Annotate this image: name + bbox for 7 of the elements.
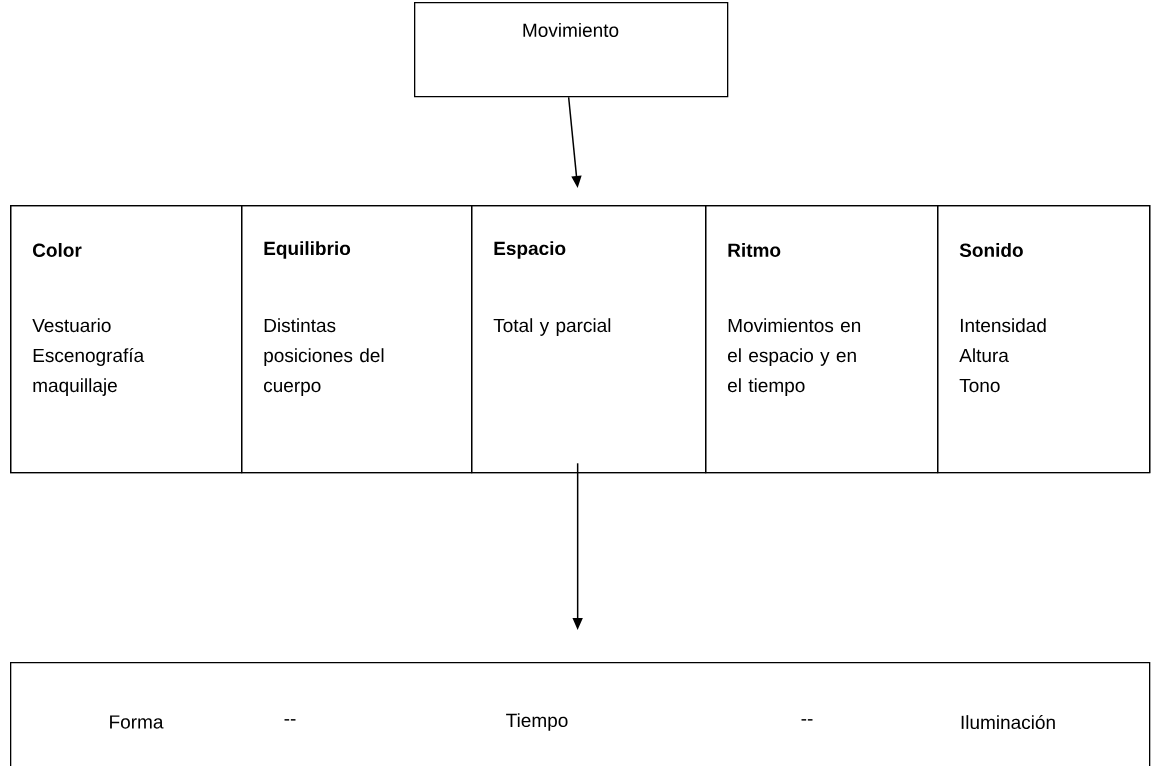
process-box: Forma -- Tiempo -- Iluminación — [10, 662, 1151, 766]
table-cell: Sonido Intensidad Altura Tono — [937, 205, 1151, 474]
process-box: Movimiento — [414, 2, 729, 98]
table-cell: Ritmo Movimientos en el espacio y en el tiempo — [705, 205, 939, 474]
table-cell: Color Vestuario Escenografía maquillaje — [10, 205, 243, 474]
table-cell: Espacio Total y parcial — [471, 205, 707, 474]
table-cell: Equilibrio Distintas posiciones del cuerpo — [241, 205, 473, 474]
